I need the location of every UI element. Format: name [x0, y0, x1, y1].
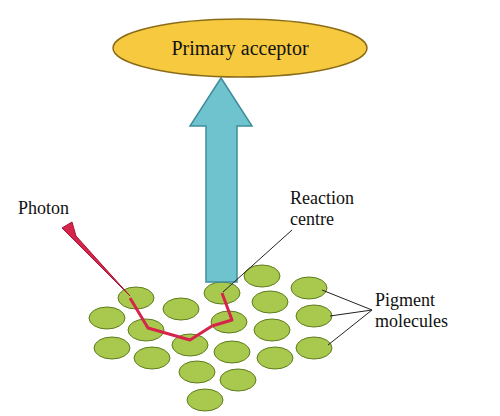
energy-arrow: [190, 78, 252, 282]
pigment-label: Pigment molecules: [375, 290, 475, 331]
pigment-molecule: [89, 307, 125, 329]
pigment-leader: [322, 290, 372, 310]
reaction-centre-leader: [223, 230, 292, 292]
pigment-molecule: [291, 277, 327, 299]
pigment-molecule: [220, 369, 256, 391]
pigment-molecule: [254, 319, 290, 341]
node-title: Primary acceptor: [171, 37, 308, 59]
pigment-molecule: [179, 361, 215, 383]
pigment-molecule: [252, 291, 288, 313]
pigment-molecule: [296, 305, 332, 327]
ellipse-shape: [113, 19, 367, 77]
pigment-molecule: [296, 337, 332, 359]
reaction-centre-label: Reaction centre: [290, 188, 380, 229]
photon-wedge: [62, 222, 130, 296]
pigment-cluster: [89, 265, 332, 411]
energy-transfer-path: [130, 293, 232, 340]
pigment-molecule: [163, 298, 199, 320]
pigment-molecule: [214, 341, 250, 363]
pigment-molecule: [94, 337, 130, 359]
pigment-molecule: [257, 347, 293, 369]
pigment-molecule: [134, 347, 170, 369]
pigment-leader: [328, 310, 372, 345]
pigment-molecule: [187, 389, 223, 411]
acceptor-ellipse: Primary acceptor: [112, 18, 368, 78]
photon-label: Photon: [18, 198, 98, 219]
